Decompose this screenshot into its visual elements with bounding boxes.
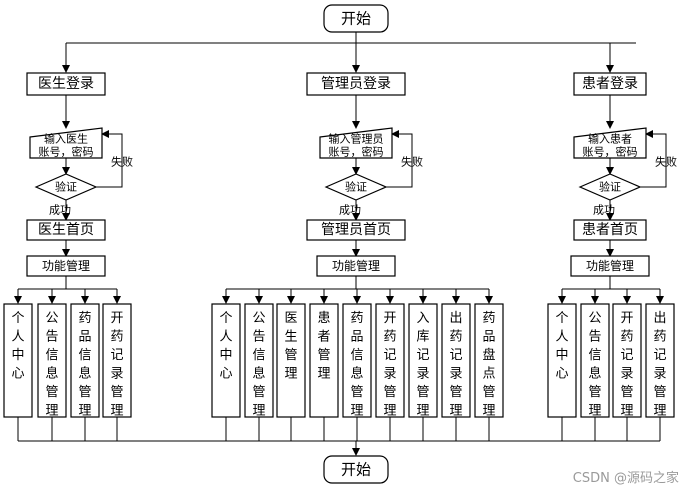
role-2-verify-label: 验证	[599, 180, 621, 194]
connector	[96, 130, 123, 188]
role-0-module-0-label: 个人中心	[11, 311, 24, 382]
role-0-login-label: 医生登录	[38, 76, 94, 92]
role-0-verify	[34, 173, 98, 201]
role-1-module-4-label: 药品信息管理	[350, 311, 363, 419]
role-2-fail-label: 失败	[655, 155, 677, 169]
end-node-label: 开始	[341, 461, 371, 479]
role-0-module-1	[37, 303, 67, 418]
role-0-module-0	[3, 303, 33, 418]
role-0-function	[26, 255, 106, 277]
role-2-home	[573, 219, 647, 241]
role-1-module-2-label: 医生管理	[284, 311, 297, 382]
role-0-success-label: 成功	[49, 204, 71, 217]
role-1-module-5-label: 开药记录管理	[383, 311, 396, 419]
role-0-login	[26, 72, 106, 96]
role-2-function-label: 功能管理	[586, 258, 634, 273]
role-1-home	[306, 219, 406, 241]
role-1-module-7	[441, 303, 471, 418]
role-2-home-label: 患者首页	[582, 222, 638, 238]
role-2-module-2-label: 开药记录管理	[620, 311, 633, 419]
role-1-module-1	[244, 303, 274, 418]
role-2-input	[573, 127, 647, 159]
role-1-function	[316, 255, 396, 277]
role-1-login-label: 管理员登录	[321, 76, 391, 92]
role-1-verify	[324, 173, 388, 201]
role-2-login	[573, 72, 647, 96]
role-2-function	[570, 255, 650, 277]
role-0-fail-label: 失败	[111, 155, 133, 169]
role-1-verify-label: 验证	[345, 180, 367, 194]
role-0-module-2-label: 药品信息管理	[78, 311, 91, 419]
role-1-login	[306, 72, 406, 96]
role-2-module-3-label: 出药记录管理	[653, 311, 666, 419]
role-1-success-label: 成功	[339, 204, 361, 217]
role-1-module-8	[474, 303, 504, 418]
role-1-home-label: 管理员首页	[321, 222, 391, 238]
role-1-input-line2: 账号，密码	[329, 145, 384, 159]
role-2-login-label: 患者登录	[582, 76, 638, 92]
role-1-module-0	[211, 303, 241, 418]
role-2-input-line1: 输入患者	[588, 132, 632, 146]
role-1-input	[319, 127, 393, 159]
role-1-module-4	[342, 303, 372, 418]
role-1-module-3	[309, 303, 339, 418]
connector	[640, 130, 667, 188]
role-1-module-6-label: 入库记录管理	[416, 311, 429, 419]
role-1-module-3-label: 患者管理	[317, 311, 330, 382]
role-1-function-label: 功能管理	[332, 258, 380, 273]
role-0-module-1-label: 公告信息管理	[45, 311, 58, 419]
start-node-label: 开始	[341, 10, 371, 28]
role-0-home	[26, 219, 106, 241]
role-0-function-label: 功能管理	[42, 258, 90, 273]
role-2-success-label: 成功	[593, 204, 615, 217]
role-1-module-8-label: 药品盘点管理	[482, 311, 495, 419]
role-1-fail-label: 失败	[401, 155, 423, 169]
role-2-module-0-label: 个人中心	[555, 311, 568, 382]
role-1-module-7-label: 出药记录管理	[449, 311, 462, 419]
role-2-module-2	[612, 303, 642, 418]
role-2-input-line2: 账号，密码	[583, 145, 638, 159]
role-2-module-1	[580, 303, 610, 418]
start-node	[323, 4, 389, 33]
role-0-input	[29, 127, 103, 159]
role-0-input-line1: 输入医生	[44, 132, 88, 146]
role-2-module-3	[645, 303, 675, 418]
role-1-module-0-label: 个人中心	[219, 311, 232, 382]
role-2-verify	[578, 173, 642, 201]
role-2-module-1-label: 公告信息管理	[588, 311, 601, 419]
role-0-module-2	[70, 303, 100, 418]
role-1-input-line1: 输入管理员	[329, 132, 384, 146]
role-2-module-0	[547, 303, 577, 418]
role-0-module-3	[102, 303, 132, 418]
watermark: CSDN @源码之家	[572, 471, 679, 486]
role-1-module-5	[375, 303, 405, 418]
role-1-module-2	[276, 303, 306, 418]
role-0-module-3-label: 开药记录管理	[110, 311, 123, 419]
connector	[386, 130, 413, 188]
role-0-verify-label: 验证	[55, 180, 77, 194]
role-0-home-label: 医生首页	[38, 222, 94, 238]
end-node	[323, 455, 389, 484]
role-1-module-6	[408, 303, 438, 418]
role-0-input-line2: 账号，密码	[39, 145, 94, 159]
role-1-module-1-label: 公告信息管理	[252, 311, 265, 419]
